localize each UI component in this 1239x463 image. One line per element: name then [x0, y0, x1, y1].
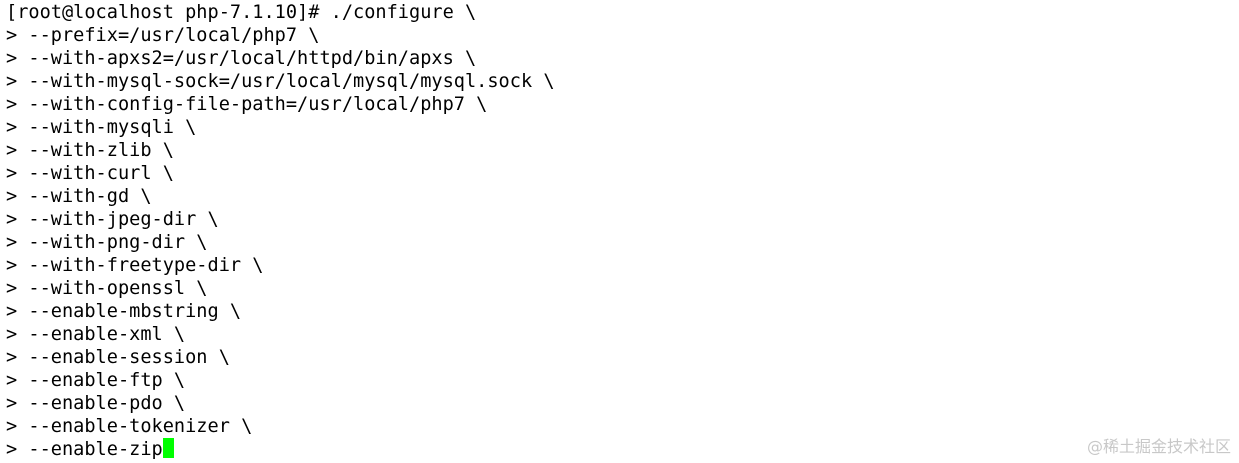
terminal-line: > --enable-pdo \ [6, 393, 186, 414]
terminal-line-text: > --enable-zip [6, 439, 163, 460]
terminal-line: > --with-config-file-path=/usr/local/php… [6, 94, 488, 115]
terminal-line: > --prefix=/usr/local/php7 \ [6, 25, 320, 46]
terminal-line: > --enable-xml \ [6, 324, 186, 345]
terminal-line: > --with-zlib \ [6, 140, 174, 161]
terminal-line: > --enable-tokenizer \ [6, 416, 253, 437]
watermark: @稀土掘金技术社区 [1086, 437, 1231, 456]
terminal-cursor [162, 438, 174, 458]
terminal-line: > --with-apxs2=/usr/local/httpd/bin/apxs… [6, 48, 477, 69]
terminal-line: > --with-mysql-sock=/usr/local/mysql/mys… [6, 71, 555, 92]
terminal-line: > --with-curl \ [6, 163, 174, 184]
terminal-line: [root@localhost php-7.1.10]# ./configure… [6, 2, 477, 23]
terminal-line: > --enable-mbstring \ [6, 301, 242, 322]
terminal-line: > --with-gd \ [6, 186, 152, 207]
terminal-input-line[interactable]: > --enable-zip [6, 438, 1239, 461]
terminal-line: > --enable-session \ [6, 347, 230, 368]
terminal-line: > --with-openssl \ [6, 278, 208, 299]
terminal-line: > --with-jpeg-dir \ [6, 209, 219, 230]
terminal-line: > --with-mysqli \ [6, 117, 197, 138]
terminal-line: > --with-png-dir \ [6, 232, 208, 253]
terminal-line: > --enable-ftp \ [6, 370, 186, 391]
terminal-line: > --with-freetype-dir \ [6, 255, 264, 276]
